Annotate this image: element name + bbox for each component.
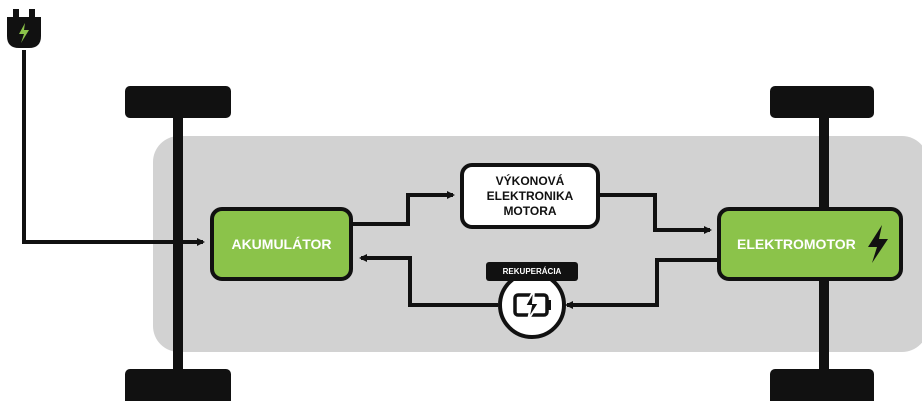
power-electronics-label-line1: VÝKONOVÁ bbox=[495, 173, 565, 188]
lightning-icon bbox=[868, 225, 888, 263]
power-electronics-label-line3: MOTORA bbox=[503, 203, 557, 218]
wheel-rear-left bbox=[125, 369, 231, 401]
battery-to-electronics-arrow bbox=[353, 191, 455, 226]
battery-charge-icon bbox=[513, 289, 551, 321]
chassis-background bbox=[153, 136, 922, 352]
recuperation-to-battery-arrow bbox=[359, 254, 498, 307]
power-electronics-box: VÝKONOVÁ ELEKTRONIKA MOTORA bbox=[460, 163, 600, 229]
wheel-front-left bbox=[125, 86, 231, 118]
left-axle bbox=[173, 100, 183, 401]
recuperation-label: REKUPERÁCIA bbox=[486, 262, 578, 281]
electric-motor-box: ELEKTROMOTOR bbox=[717, 207, 903, 281]
power-electronics-label-line2: ELEKTRONIKA bbox=[486, 188, 574, 203]
accumulator-label: AKUMULÁTOR bbox=[231, 236, 332, 252]
electric-motor-label: ELEKTROMOTOR bbox=[737, 236, 856, 252]
accumulator-box: AKUMULÁTOR bbox=[210, 207, 353, 281]
plug-icon bbox=[7, 9, 41, 48]
electronics-to-motor-arrow bbox=[600, 193, 712, 234]
wheel-rear-right bbox=[770, 369, 874, 401]
charging-cable-arrow bbox=[22, 50, 205, 246]
motor-to-recuperation-arrow bbox=[565, 258, 717, 309]
wheel-front-right bbox=[770, 86, 874, 118]
